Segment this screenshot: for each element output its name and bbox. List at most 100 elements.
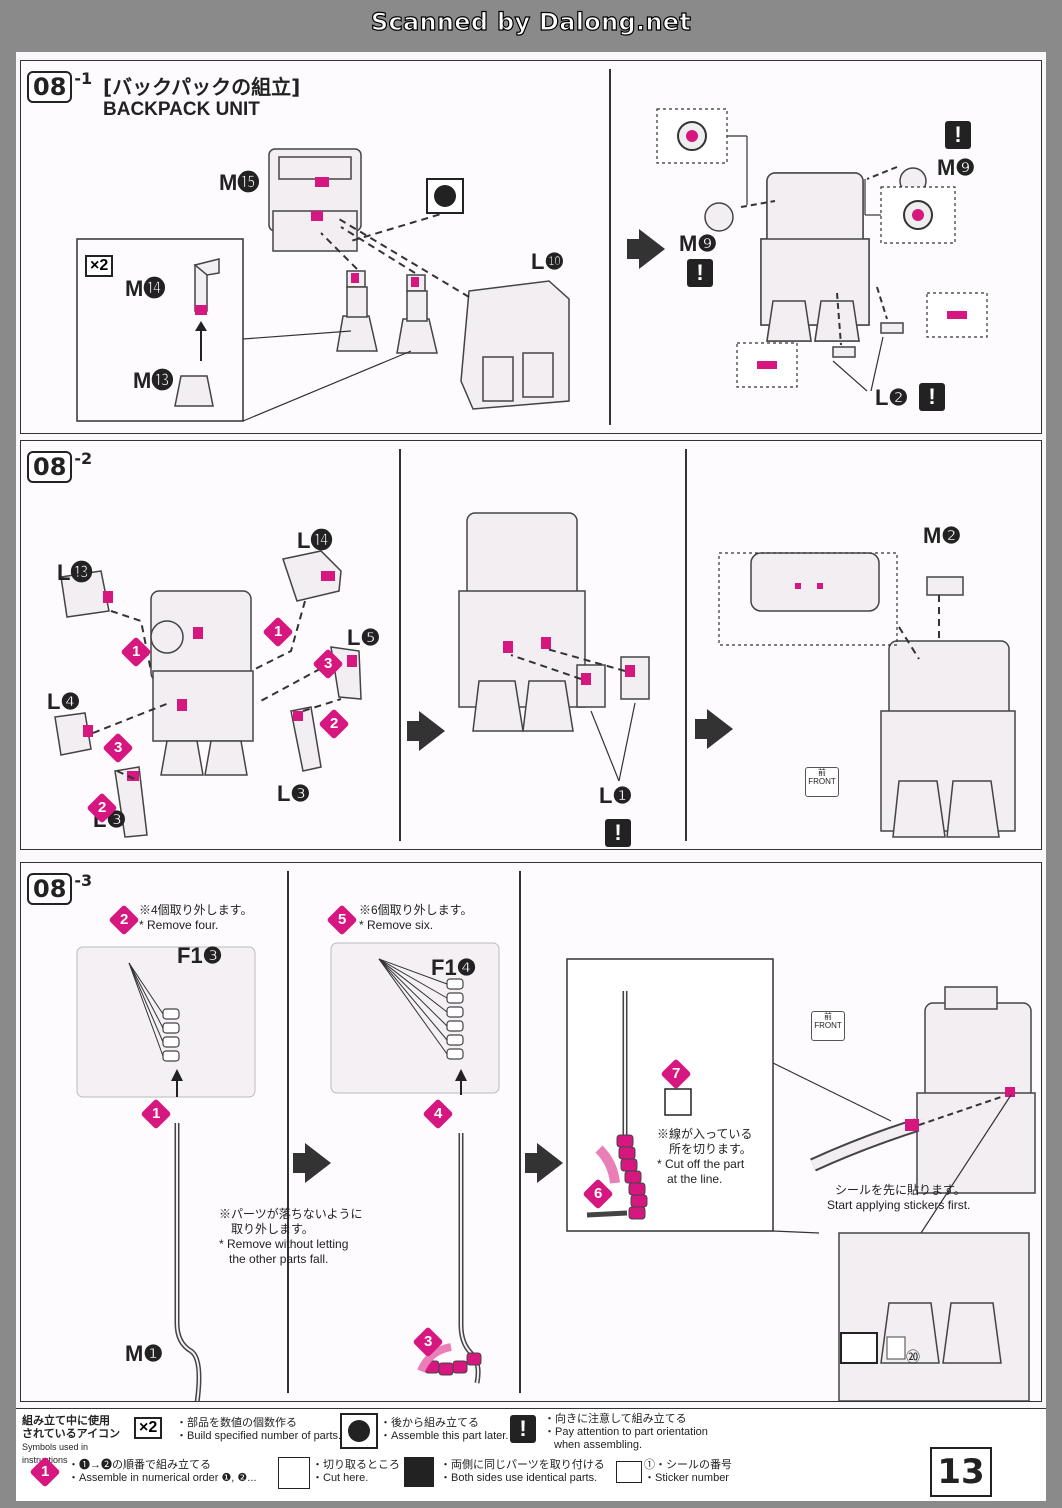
note-en: Start applying stickers first. [827,1198,971,1212]
label-l4: L❹ [47,689,81,714]
note-cut-line: ※線が入っている 所を切ります。 * Cut off the part at t… [657,1127,752,1187]
legend-en: ・Build specified number of parts. [176,1430,342,1442]
divider [519,871,521,1393]
divider [609,69,611,425]
label-f1-4: F1❹ [431,955,477,980]
title-en: BACKPACK UNIT [103,99,260,120]
step-number: 08 [27,873,73,905]
step-number: 08 [27,71,73,103]
label-l5: L❺ [347,625,381,650]
legend-caution: ・向きに注意して組み立てる ・Pay attention to part ori… [544,1413,708,1452]
legend-jp: ・両側に同じパーツを取り付ける [440,1459,605,1471]
legend-title-jp: 組み立て中に使用 [22,1415,110,1427]
multiplier-icon: ×2 [85,255,114,277]
note-en: the other parts fall. [229,1252,329,1266]
note-en: * Remove four. [139,918,219,932]
legend-jp: ・向きに注意して組み立てる [544,1413,687,1425]
front-orientation-icon: 前 FRONT [811,1011,845,1041]
divider [399,449,401,841]
note-jp: 所を切ります。 [669,1142,752,1156]
legend-jp: ・部品を数値の個数作る [176,1417,297,1429]
legend-jp: ・❶→❷の順番で組み立てる [68,1459,211,1471]
panel-08-1: 08 -1 [バックパックの組立] BACKPACK UNIT [20,60,1042,434]
multiplier-icon: ×2 [134,1417,163,1439]
flow-arrow [407,711,445,751]
flow-arrow [525,1143,563,1183]
step-sub-number: -3 [74,871,93,890]
note-sticker-first: シールを先に貼ります。 Start applying stickers firs… [827,1183,970,1213]
divider [287,871,289,1393]
note-jp: ※パーツが落ちないように [219,1207,363,1221]
legend-title-jp: されているアイコン [22,1428,121,1440]
note-jp: ※線が入っている [657,1127,753,1141]
note-en: * Remove six. [359,918,434,932]
scan-credit: Scanned by Dalong.net [370,7,692,36]
both-sides-icon [404,1457,434,1487]
page-number: 13 [930,1447,992,1497]
step-tag-08-2: 08 -2 [27,449,92,483]
label-m15: M⓯ [219,170,260,195]
legend-sticker: ①・シールの番号 ・Sticker number [644,1459,732,1485]
note-en: at the line. [667,1172,723,1186]
symbols-legend: 組み立て中に使用 されているアイコン Symbols used in instr… [16,1350,1046,1501]
label-m13: M⓭ [133,368,174,393]
instruction-page: 08 -1 [バックパックの組立] BACKPACK UNIT [16,52,1046,1501]
label-l10: L❿ [531,249,565,274]
label-m9-right: M❾ [937,155,976,180]
legend-both-sides: ・両側に同じパーツを取り付ける ・Both sides use identica… [440,1459,605,1485]
note-remove-six: ※6個取り外します。 * Remove six. [359,903,472,933]
divider [685,449,687,841]
title-jp: [バックパックの組立] [103,75,301,99]
note-en: * Remove without letting [219,1237,349,1251]
step-tag-08-1: 08 -1 [27,69,93,103]
label-l1: L❶ [599,783,633,808]
label-m14: M⓮ [125,276,166,301]
label-l3-right: L❸ [277,781,311,806]
legend-en: when assembling. [554,1439,643,1451]
label-l2: L❷ [875,385,909,410]
step-tag-08-3: 08 -3 [27,871,93,905]
flow-arrow [293,1143,331,1183]
label-f1-3: F1❸ [177,943,223,968]
front-jp: 前 [824,1012,832,1021]
legend-cut: ・切り取るところ ・Cut here. [312,1459,400,1485]
sticker-icon [616,1461,642,1483]
legend-en: ・Assemble this part later. [380,1430,509,1442]
legend-en: ・Assemble in numerical order ❶, ❷... [68,1472,257,1484]
sticker-ref: ⑳ [906,1349,920,1365]
caution-icon: ! [919,383,945,411]
hose-parts-illustration [76,942,1036,1401]
backpack-detail-illustration [656,108,988,392]
backpack-side-parts-illustration [54,512,1016,838]
flow-arrow [695,709,733,749]
note-jp: ※6個取り外します。 [359,903,473,917]
legend-multiplier: ・部品を数値の個数作る ・Build specified number of p… [176,1417,341,1443]
front-jp: 前 [818,768,826,777]
legend-order: ・❶→❷の順番で組み立てる ・Assemble in numerical ord… [68,1459,256,1485]
front-en: FRONT [808,777,836,786]
caution-icon: ! [605,819,631,847]
cut-icon [278,1457,310,1489]
note-remove-four: ※4個取り外します。 * Remove four. [139,903,252,933]
panel-08-2: 08 -2 [20,440,1042,850]
flow-arrow [627,229,665,269]
legend-en: ・Both sides use identical parts. [440,1472,598,1484]
step-sub-number: -1 [74,69,93,88]
caution-icon: ! [510,1415,536,1443]
note-no-fall: ※パーツが落ちないように 取り外します。 * Remove without le… [219,1207,363,1267]
note-en: * Cut off the part [657,1157,745,1171]
legend-jp: ・切り取るところ [312,1459,400,1471]
note-jp: 取り外します。 [231,1222,314,1236]
legend-en: ・Cut here. [312,1472,369,1484]
label-m9-left: M❾ [679,231,718,256]
label-l14: L⓮ [297,528,333,553]
caution-icon: ! [687,259,713,287]
label-l13: L⓭ [57,560,93,585]
legend-en: ・Pay attention to part orientation [544,1426,708,1438]
front-orientation-icon: 前 FRONT [805,767,839,797]
note-jp: シールを先に貼ります。 [835,1183,966,1197]
note-jp: ※4個取り外します。 [139,903,253,917]
legend-later: ・後から組み立てる ・Assemble this part later. [380,1417,508,1443]
label-m1: M❶ [125,1341,164,1366]
step-number: 08 [27,451,73,483]
